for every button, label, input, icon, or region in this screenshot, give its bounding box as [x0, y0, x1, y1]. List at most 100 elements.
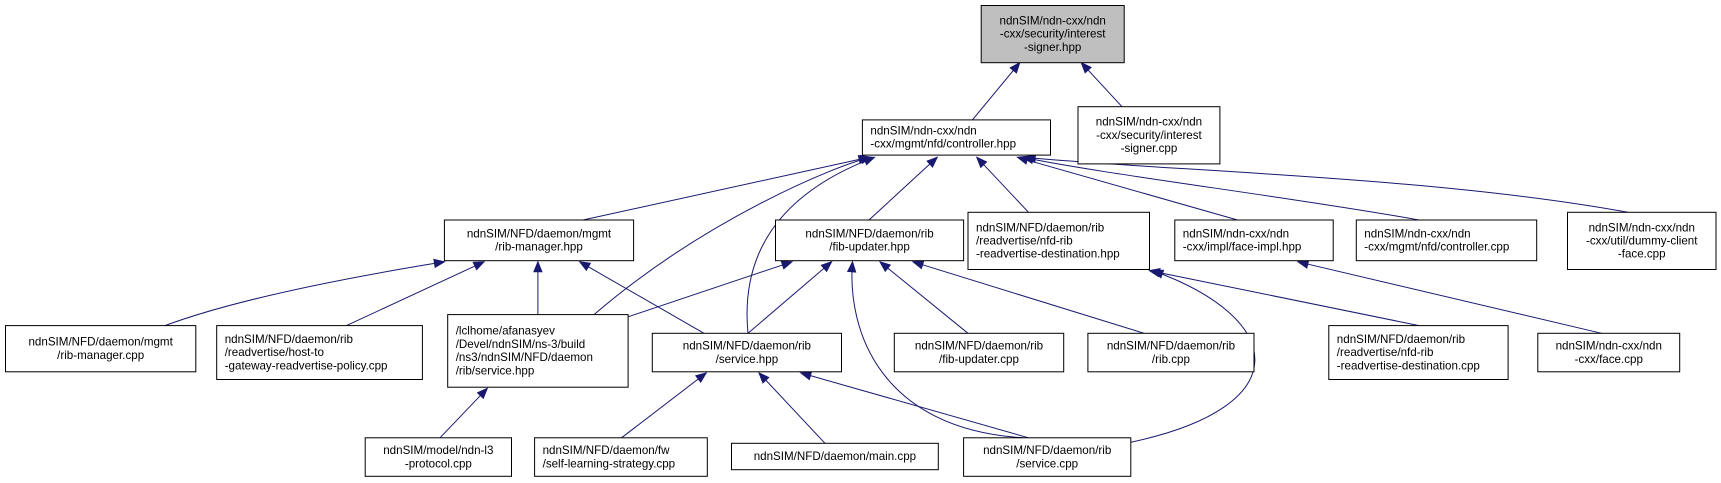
node-box[interactable]: [963, 437, 1132, 477]
edge-line: [1149, 270, 1420, 327]
node-label-line: -readvertise-destination.hpp: [976, 248, 1120, 261]
file-node[interactable]: ndnSIM/ndn-cxx/ndn-cxx/util/dummy-client…: [1567, 211, 1717, 271]
node-label-line: -cxx/impl/face-impl.hpp: [1183, 241, 1302, 254]
node-box[interactable]: [967, 211, 1150, 271]
node-label-line: -cxx/mgmt/nfd/controller.hpp: [870, 138, 1016, 151]
node-label-line: /rib-manager.hpp: [495, 241, 583, 254]
file-node[interactable]: ndnSIM/ndn-cxx/ndn-cxx/mgmt/nfd/controll…: [1355, 219, 1538, 262]
file-node[interactable]: ndnSIM/NFD/daemon/rib/service.cpp: [963, 437, 1132, 477]
node-box[interactable]: [731, 442, 939, 471]
node-box[interactable]: [1174, 219, 1334, 262]
file-node[interactable]: ndnSIM/NFD/daemon/main.cpp: [731, 442, 939, 471]
node-label-line: ndnSIM/ndn-cxx/ndn: [870, 125, 976, 138]
file-node[interactable]: ndnSIM/NFD/daemon/rib/readvertise/nfd-ri…: [1328, 325, 1509, 381]
node-label-line: -signer.hpp: [1024, 41, 1081, 54]
node-box[interactable]: [1328, 325, 1509, 381]
root-node: ndnSIM/ndn-cxx/ndn-cxx/security/interest…: [980, 5, 1125, 64]
edge-line: [800, 372, 1029, 439]
node-box[interactable]: [5, 325, 197, 373]
edge-line: [1017, 156, 1238, 221]
node-label-line: /rib-manager.cpp: [57, 349, 144, 362]
edge-n11-n3: [533, 260, 543, 315]
node-label-line: -readvertise-destination.cpp: [1337, 359, 1480, 372]
file-node[interactable]: ndnSIM/ndn-cxx/ndn-cxx/face.cpp: [1537, 332, 1681, 373]
edge-n7-n1: [1021, 154, 1420, 221]
node-box[interactable]: [534, 437, 708, 477]
edge-n16-n6: [1296, 259, 1602, 334]
edge-line: [972, 62, 1021, 121]
node-box[interactable]: [443, 219, 635, 262]
node-label-line: ndnSIM/ndn-cxx/ndn: [1000, 15, 1106, 28]
arrowhead-icon: [433, 258, 446, 269]
arrowhead-icon: [926, 156, 939, 168]
file-node[interactable]: ndnSIM/NFD/daemon/fw/self-learning-strat…: [534, 437, 708, 477]
file-node[interactable]: ndnSIM/NFD/daemon/rib/readvertise/nfd-ri…: [967, 211, 1150, 271]
node-label-line: ndnSIM/NFD/daemon/fw: [543, 444, 671, 457]
edge-n3-n1: [582, 154, 871, 221]
file-node[interactable]: ndnSIM/ndn-cxx/ndn-cxx/mgmt/nfd/controll…: [861, 119, 1052, 156]
node-box[interactable]: [1077, 106, 1221, 165]
edge-n18-n12: [621, 372, 708, 439]
arrowhead-icon: [863, 156, 876, 166]
node-box[interactable]: [775, 219, 965, 262]
node-label-line: -gateway-readvertise-policy.cpp: [225, 359, 388, 372]
node-box[interactable]: [861, 119, 1052, 156]
edge-line: [627, 261, 793, 318]
node-label-line: /fib-updater.cpp: [939, 353, 1019, 366]
node-box[interactable]: [364, 437, 513, 477]
edge-n9-n3: [164, 258, 446, 327]
node-box[interactable]: [893, 332, 1065, 373]
edge-n5-n1: [975, 156, 1029, 213]
node-label-line: ndnSIM/NFD/daemon/main.cpp: [754, 450, 916, 463]
edge-line: [879, 261, 969, 334]
file-node[interactable]: ndnSIM/ndn-cxx/ndn-cxx/impl/face-impl.hp…: [1174, 219, 1334, 262]
arrowhead-icon: [694, 372, 708, 384]
file-node[interactable]: ndnSIM/NFD/daemon/rib/readvertise/host-t…: [216, 325, 423, 381]
arrowhead-icon: [1296, 259, 1310, 269]
node-box[interactable]: [1537, 332, 1681, 373]
node-label-line: -cxx/util/dummy-client: [1586, 235, 1698, 248]
node-label-line: ndnSIM/NFD/daemon/mgmt: [28, 336, 173, 349]
file-node[interactable]: ndnSIM/NFD/daemon/mgmt/rib-manager.cpp: [5, 325, 197, 373]
arrowhead-icon: [878, 260, 892, 273]
node-box[interactable]: [1567, 211, 1717, 271]
edge-line: [1022, 156, 1420, 221]
node-label-line: ndnSIM/NFD/daemon/rib: [683, 340, 811, 353]
edge-line: [976, 156, 1029, 213]
file-node[interactable]: ndnSIM/ndn-cxx/ndn-cxx/security/interest…: [1077, 106, 1221, 165]
arrowhead-icon: [1080, 61, 1092, 74]
node-label-line: ndnSIM/ndn-cxx/ndn: [1364, 227, 1470, 240]
nodes-layer: ndnSIM/ndn-cxx/ndn -cxx/security/interest…: [5, 5, 1717, 477]
node-label-line: /readvertise/nfd-rib: [1337, 346, 1434, 359]
arrowhead-icon: [975, 156, 988, 169]
edge-n12-n3: [578, 261, 705, 334]
file-node[interactable]: ndnSIM/NFD/daemon/rib/fib-updater.hpp: [775, 219, 965, 262]
node-box[interactable]: [216, 325, 423, 381]
edge-line: [868, 156, 938, 221]
node-box[interactable]: [1087, 332, 1255, 373]
edge-n4-n1: [868, 156, 939, 221]
edge-line: [164, 261, 445, 327]
arrowhead-icon: [1009, 61, 1021, 74]
arrowhead-icon: [846, 260, 857, 273]
file-node[interactable]: ndnSIM/NFD/daemon/rib/fib-updater.cpp: [893, 332, 1065, 373]
file-node[interactable]: ndnSIM/NFD/daemon/mgmt/rib-manager.hpp: [443, 219, 635, 262]
file-node[interactable]: ndnSIM/model/ndn-l3-protocol.cpp: [364, 437, 513, 477]
arrowhead-icon: [476, 387, 489, 400]
node-box[interactable]: [1355, 219, 1538, 262]
arrowhead-icon: [533, 260, 543, 273]
node-box[interactable]: [651, 332, 842, 373]
node-label-line: /Devel/ndnSIM/ns-3/build: [456, 338, 586, 351]
node-label-line: -cxx/security/interest: [1096, 129, 1202, 142]
node-label-line: ndnSIM/NFD/daemon/rib: [805, 227, 933, 240]
edge-line: [593, 156, 872, 315]
node-label-line: ndnSIM/NFD/daemon/mgmt: [467, 227, 612, 240]
edge-n19-n12: [758, 371, 826, 444]
node-box[interactable]: [447, 314, 629, 388]
file-node[interactable]: ndnSIM/NFD/daemon/rib/rib.cpp: [1087, 332, 1255, 373]
arrowhead-icon: [758, 371, 770, 384]
edge-line: [912, 261, 1145, 334]
file-node[interactable]: ndnSIM/NFD/daemon/rib/service.hpp: [651, 332, 842, 373]
file-node[interactable]: /lclhome/afanasyev/Devel/ndnSIM/ns-3/bui…: [447, 314, 629, 388]
edge-n12-n1: [746, 156, 876, 334]
